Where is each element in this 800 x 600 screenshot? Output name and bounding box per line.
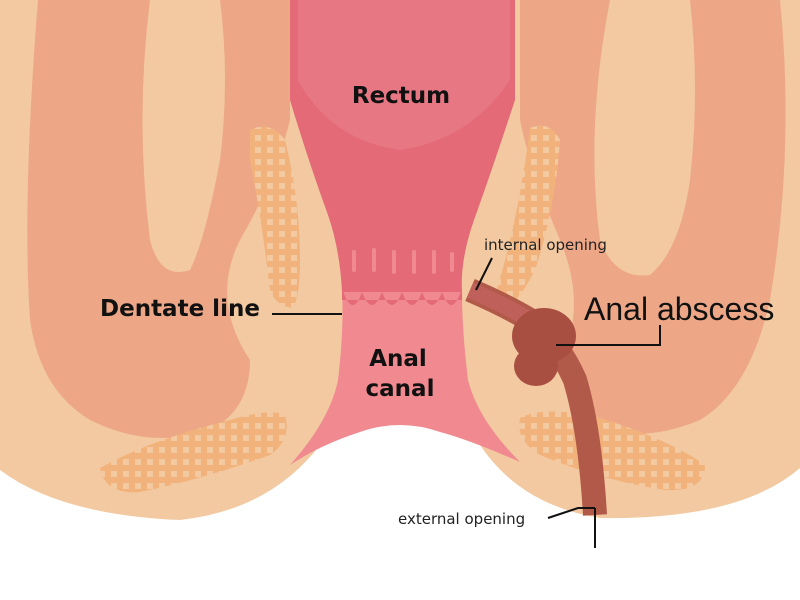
left-lower-sphincter	[100, 412, 287, 493]
anal-abscess-pointer	[556, 325, 661, 346]
external-opening-label: external opening	[398, 510, 525, 528]
left-upper-sphincter	[250, 126, 300, 309]
left-levator-muscle	[142, 0, 225, 272]
dentate-line-label: Dentate line	[100, 296, 260, 322]
external-opening-pointer	[547, 507, 595, 519]
anal-canal	[290, 292, 520, 465]
right-lower-sphincter	[519, 411, 705, 491]
anal-columns	[352, 248, 454, 274]
abscess-lower-bulge	[514, 346, 558, 386]
right-levator-muscle	[594, 0, 695, 276]
rectum-highlight	[298, 0, 510, 150]
anal-canal-label-line1: Anal	[369, 346, 427, 372]
anal-abscess-label: Anal abscess	[584, 291, 774, 327]
internal-opening-pointer	[475, 257, 493, 291]
anal-canal-label-line2: canal	[366, 376, 435, 402]
rectum-label: Rectum	[352, 83, 450, 109]
internal-opening-label: internal opening	[484, 236, 607, 254]
dentate-crypts	[342, 288, 462, 306]
right-upper-sphincter	[497, 125, 560, 305]
